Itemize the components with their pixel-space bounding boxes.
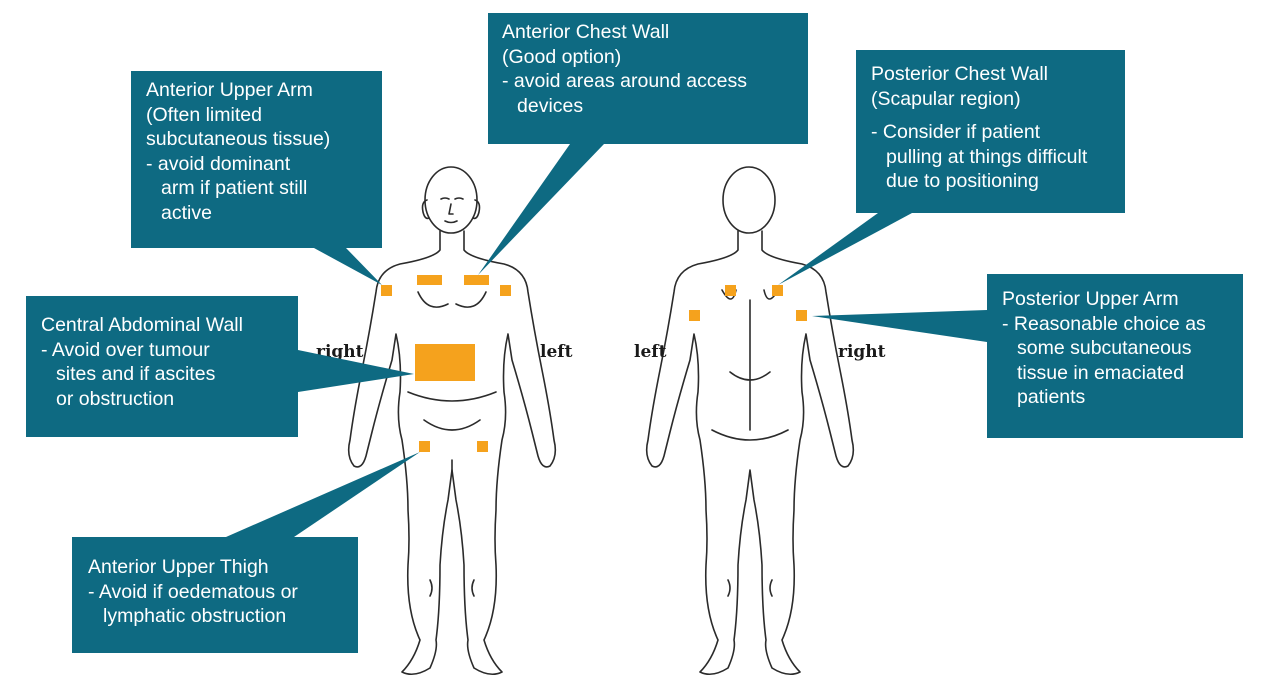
callout-line: active <box>146 201 330 226</box>
callout-line: devices <box>502 94 747 119</box>
callout-line: some subcutaneous <box>1002 336 1206 361</box>
callout-title: Central Abdominal Wall <box>41 313 243 338</box>
callout-line: sites and if ascites <box>41 362 243 387</box>
callout-line: pulling at things difficult <box>871 145 1087 170</box>
callout-line: - avoid areas around access <box>502 69 747 94</box>
posterior-chest-wall-callout: Posterior Chest Wall (Scapular region) -… <box>871 62 1087 194</box>
site-marker-front-left-arm <box>500 285 511 296</box>
site-marker-back-right-scapula <box>772 285 783 296</box>
callout-line: or obstruction <box>41 387 243 412</box>
callout-line: - Reasonable choice as <box>1002 312 1206 337</box>
callout-title: Anterior Chest Wall <box>502 20 747 45</box>
site-marker-right-thigh <box>419 441 430 452</box>
site-marker-left-thigh <box>477 441 488 452</box>
site-marker-front-left-chest <box>464 275 489 285</box>
callout-line: arm if patient still <box>146 176 330 201</box>
site-marker-back-right-arm <box>796 310 807 321</box>
site-marker-abdomen <box>415 344 475 381</box>
back-right-side-label: right <box>838 342 886 362</box>
callout-line: - avoid dominant <box>146 152 330 177</box>
callout-line: - Consider if patient <box>871 120 1087 145</box>
back-left-side-label: left <box>634 342 667 362</box>
callout-title: Anterior Upper Thigh <box>88 555 298 580</box>
back-body-figure <box>647 167 854 674</box>
callout-line: - Avoid if oedematous or <box>88 580 298 605</box>
anterior-upper-thigh-callout: Anterior Upper Thigh - Avoid if oedemato… <box>88 555 298 629</box>
site-marker-front-right-chest <box>417 275 442 285</box>
posterior-upper-arm-callout: Posterior Upper Arm - Reasonable choice … <box>1002 287 1206 410</box>
callout-line: lymphatic obstruction <box>88 604 298 629</box>
callout-line: - Avoid over tumour <box>41 338 243 363</box>
anterior-chest-wall-callout: Anterior Chest Wall (Good option) - avoi… <box>502 20 747 118</box>
central-abdominal-wall-callout: Central Abdominal Wall - Avoid over tumo… <box>41 313 243 411</box>
anterior-upper-arm-callout: Anterior Upper Arm (Often limited subcut… <box>146 78 330 225</box>
front-left-side-label: left <box>540 342 573 362</box>
site-marker-back-left-arm <box>689 310 700 321</box>
injection-site-markers <box>381 275 807 452</box>
callout-title: Posterior Upper Arm <box>1002 287 1206 312</box>
callout-line: subcutaneous tissue) <box>146 127 330 152</box>
site-marker-front-right-arm <box>381 285 392 296</box>
callout-line: tissue in emaciated <box>1002 361 1206 386</box>
callout-line: (Often limited <box>146 103 330 128</box>
callout-title: Anterior Upper Arm <box>146 78 330 103</box>
callout-line: (Scapular region) <box>871 87 1087 112</box>
callout-line: patients <box>1002 385 1206 410</box>
callout-title: Posterior Chest Wall <box>871 62 1087 87</box>
callout-line: due to positioning <box>871 169 1087 194</box>
site-marker-back-left-scapula <box>725 285 736 296</box>
callout-line: (Good option) <box>502 45 747 70</box>
